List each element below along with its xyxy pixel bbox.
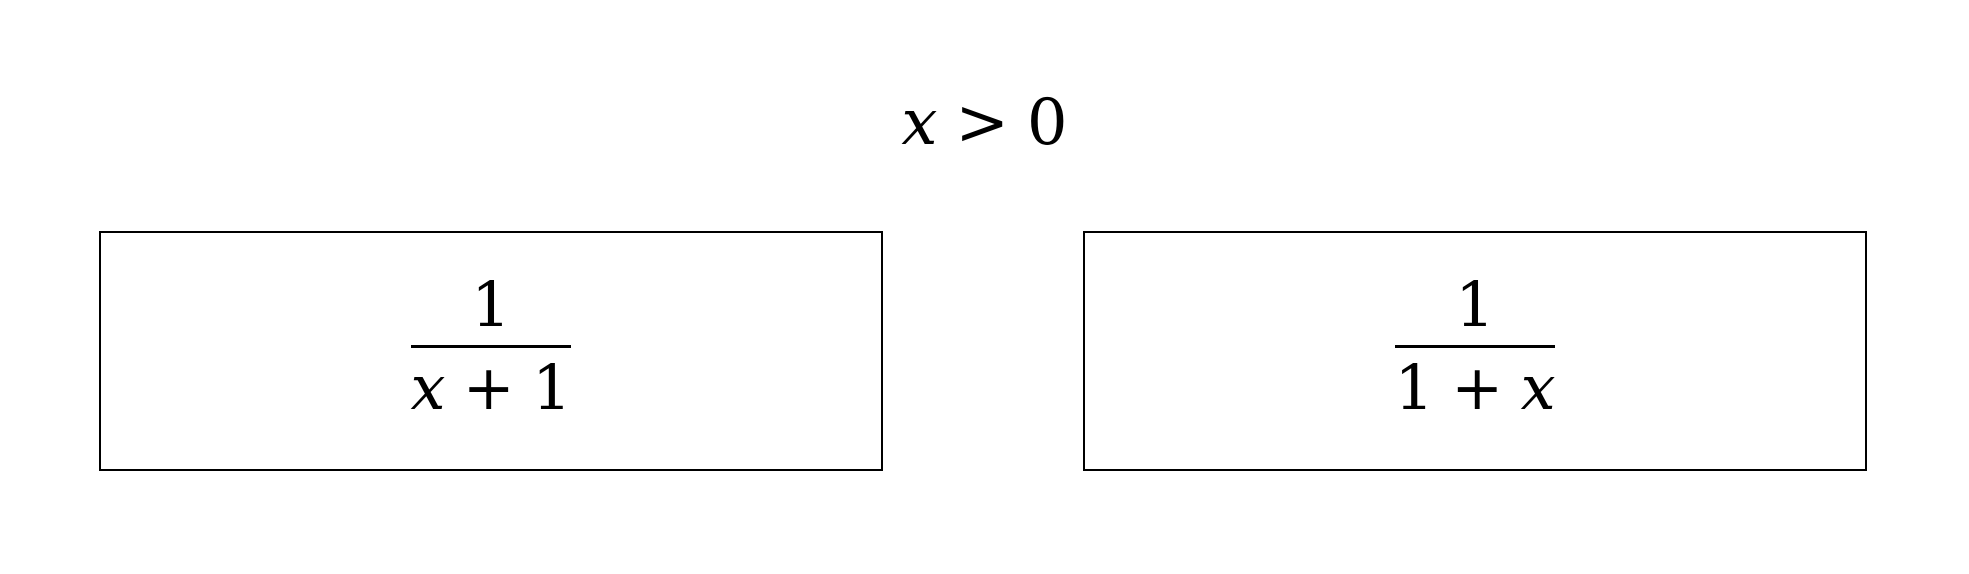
right-fraction-bar [1395,345,1555,348]
right-numerator: 1 [1455,268,1495,341]
right-denominator-term2: x [1520,350,1556,424]
right-denominator-operator: + [1451,350,1504,424]
condition-expression: x>0 [0,78,1969,168]
left-denominator-term2: 1 [532,350,572,424]
right-denominator-term1: 1 [1394,350,1434,424]
left-expression-box: 1 x+1 [99,231,883,471]
right-denominator: 1+x [1085,348,1865,428]
condition-relation: > [955,86,1009,160]
left-numerator: 1 [471,268,511,341]
left-denominator-operator: + [462,350,515,424]
left-fraction-bar [411,345,571,348]
condition-value: 0 [1026,86,1068,160]
left-denominator: x+1 [101,348,881,428]
left-denominator-term1: x [410,350,446,424]
condition-variable: x [901,86,938,160]
right-expression-box: 1 1+x [1083,231,1867,471]
left-fraction: 1 x+1 [101,269,881,428]
right-fraction: 1 1+x [1085,269,1865,428]
